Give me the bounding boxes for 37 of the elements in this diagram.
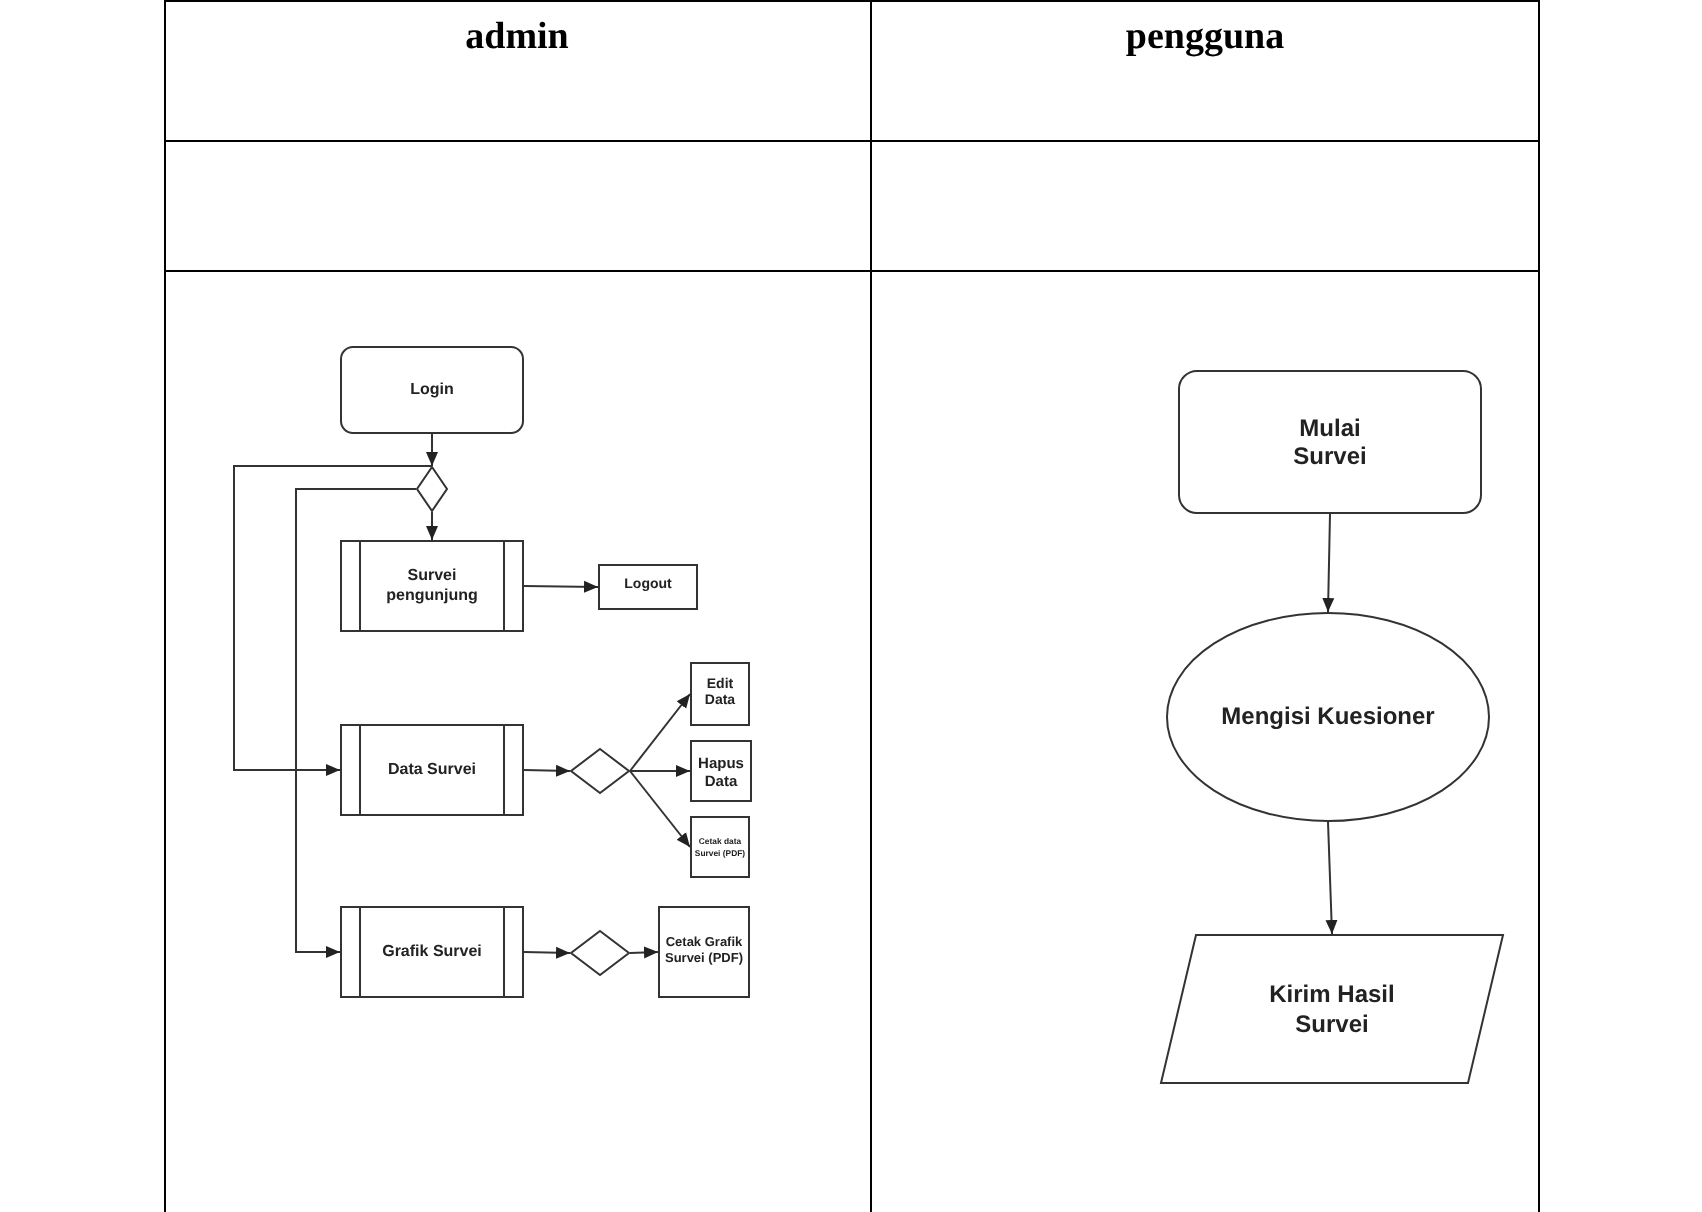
arrow <box>629 765 691 777</box>
process-box <box>598 564 698 610</box>
arrow <box>629 946 659 959</box>
node-label: Grafik Survei <box>382 942 482 962</box>
column-header: pengguna <box>1123 16 1287 60</box>
process-ellipse <box>1166 612 1490 822</box>
node-label: Data Survei <box>387 760 477 780</box>
process-box <box>658 906 750 998</box>
login-box <box>340 346 524 434</box>
arrow <box>629 693 691 772</box>
arrow <box>426 433 438 467</box>
start-box <box>1178 370 1482 514</box>
subprocess-box <box>340 906 524 998</box>
process-box <box>690 816 750 878</box>
decision-diamond <box>570 930 630 976</box>
decision-diamond <box>570 748 630 794</box>
arrow <box>295 488 417 958</box>
subprocess-box <box>340 540 524 632</box>
arrow <box>1325 821 1338 935</box>
column-header: admin <box>463 16 571 60</box>
node-label: Survei pengunjung <box>384 566 480 606</box>
arrow <box>523 946 571 959</box>
arrow <box>523 764 571 777</box>
process-box <box>690 662 750 726</box>
node-label: Mulai Survei <box>1291 413 1369 471</box>
arrow <box>523 580 599 593</box>
arrow <box>1322 513 1335 613</box>
decision-diamond <box>416 466 448 512</box>
subprocess-box <box>340 724 524 816</box>
arrow <box>629 770 691 848</box>
node-label: Mengisi Kuesioner <box>1221 702 1435 732</box>
arrow <box>233 465 433 776</box>
arrow <box>426 511 438 541</box>
output-parallelogram <box>1160 934 1504 1084</box>
node-label: Kirim Hasil Survei <box>1267 980 1397 1038</box>
node-label: Login <box>410 380 454 400</box>
process-box <box>690 740 752 802</box>
